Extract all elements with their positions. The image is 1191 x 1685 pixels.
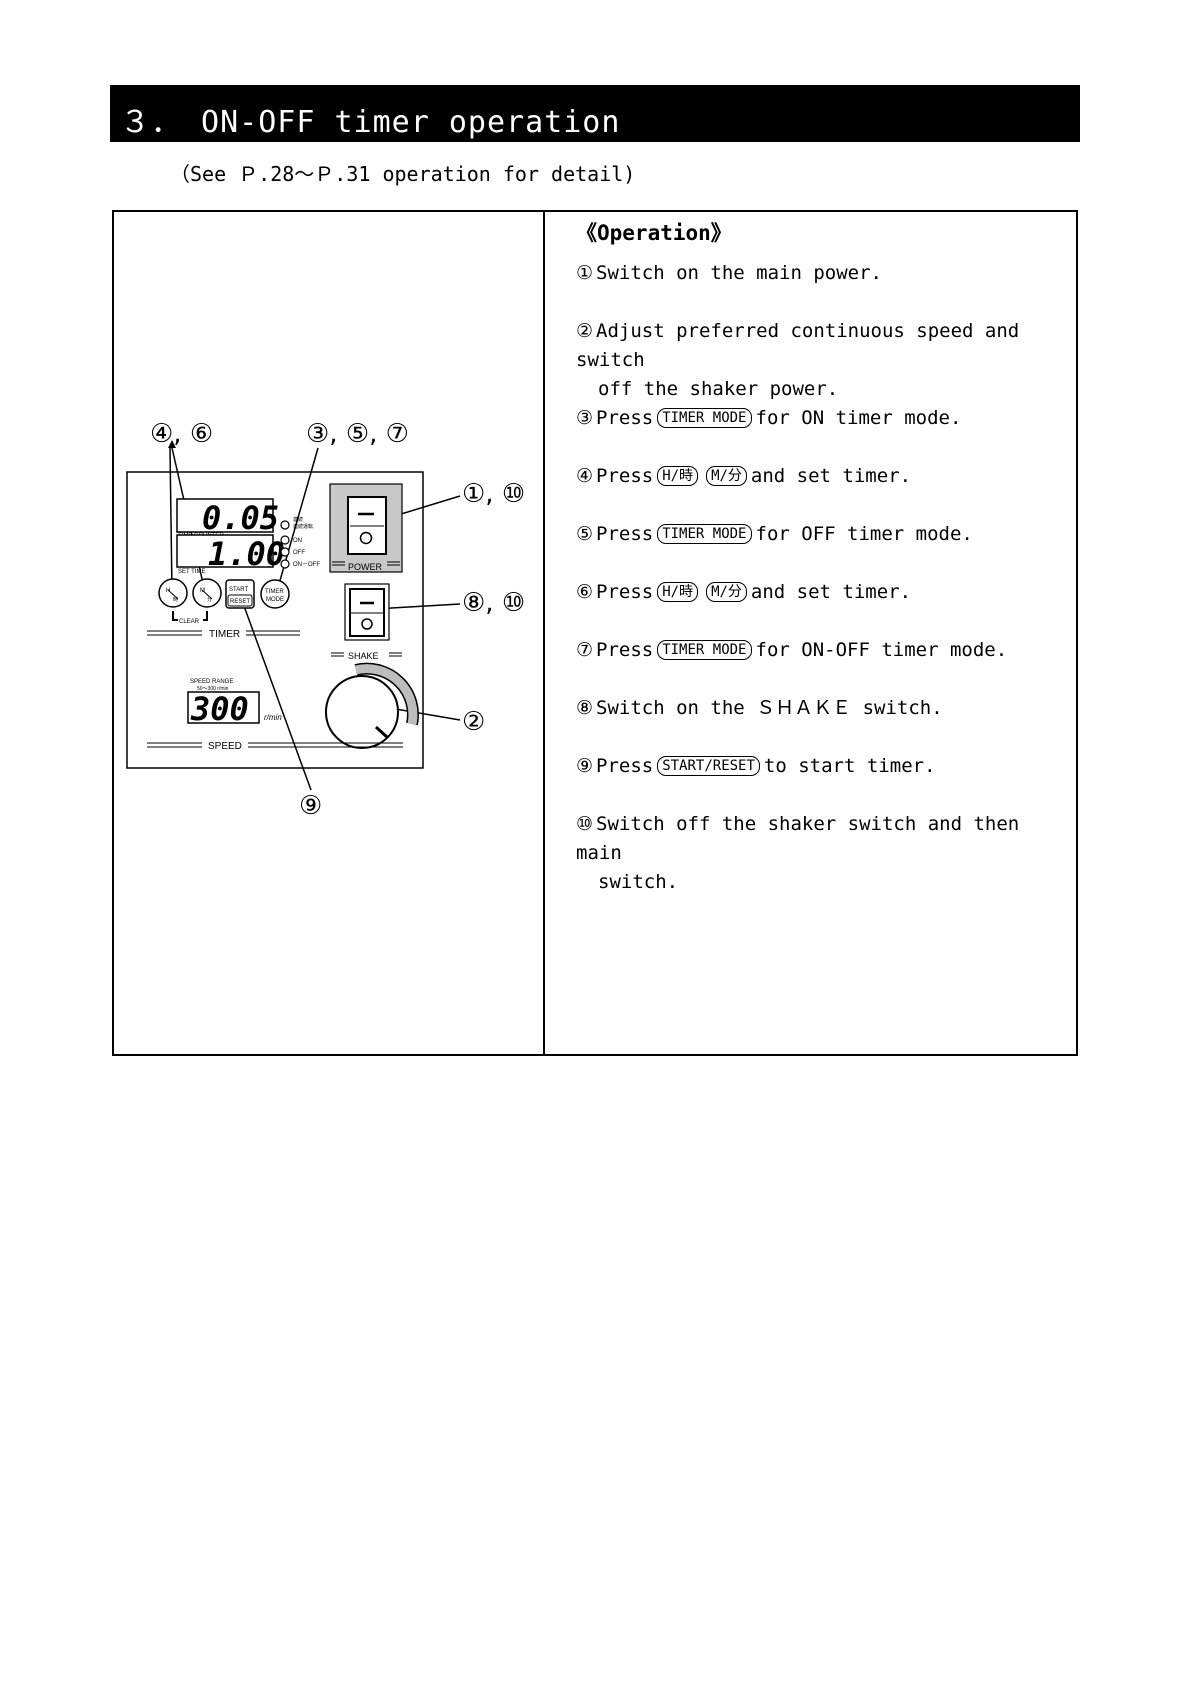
start-reset-key: START/RESET	[657, 756, 760, 776]
h-button[interactable]: H 時	[158, 578, 188, 608]
speed-value: 300	[190, 690, 249, 728]
operation-heading: 《Operation》	[576, 221, 732, 245]
leader-arrowheads	[168, 440, 176, 448]
speed-unit: r/min	[264, 713, 282, 722]
content-frame	[112, 210, 1078, 1056]
start-reset-button[interactable]: START RESET	[225, 579, 255, 609]
clear-bracket	[172, 611, 208, 621]
led-off	[280, 547, 290, 557]
time-counter-display	[176, 498, 274, 533]
callout-9: ⑨	[299, 791, 322, 821]
column-divider	[543, 210, 545, 1056]
callout-8-10: ⑧, ⑩	[462, 588, 525, 618]
mode-leds	[280, 520, 290, 569]
set-time-label: SET TIME	[178, 569, 205, 575]
led-on-off	[280, 559, 290, 569]
svg-text:時: 時	[173, 597, 178, 603]
panel-outline	[126, 471, 424, 769]
speed-section-label: SPEED	[208, 741, 242, 752]
reset-label: RESET	[230, 599, 250, 605]
shake-switch[interactable]	[344, 583, 390, 641]
m-key: M/分	[706, 582, 747, 602]
start-label: START	[229, 587, 248, 593]
timer-mode-label-1: TIMER	[265, 589, 284, 595]
m-key: M/分	[706, 466, 747, 486]
led-continuous	[280, 520, 290, 530]
section-title: ３． ON-OFF timer operation	[120, 105, 621, 140]
led-label-on-off: ON－OFF	[293, 562, 320, 568]
m-button[interactable]: M 分	[192, 578, 222, 608]
section-title-bar: ３． ON-OFF timer operation	[110, 85, 1080, 142]
led-label-continuous: 連続運転	[293, 523, 313, 530]
power-switch[interactable]	[329, 483, 403, 573]
shake-label: SHAKE	[348, 651, 379, 661]
speed-range-label: SPEED RANGE	[190, 679, 233, 685]
h-key: H/時	[657, 466, 699, 486]
svg-text:H: H	[166, 588, 170, 594]
clear-label: CLEAR	[179, 619, 200, 625]
callout-3-5-7: ③, ⑤, ⑦	[306, 419, 409, 449]
set-time-value: 1.00	[208, 535, 285, 573]
led-label-off: OFF	[293, 550, 305, 556]
power-label: POWER	[348, 562, 383, 572]
speed-knob[interactable]	[325, 662, 419, 749]
callout-1-10: ①, ⑩	[462, 479, 525, 509]
timer-mode-key: TIMER MODE	[657, 524, 752, 544]
shake-rule	[331, 652, 402, 657]
speed-section-rule	[147, 742, 403, 748]
led-label-top: 連続	[293, 516, 303, 523]
svg-text:分: 分	[207, 596, 212, 603]
callout-2: ②	[462, 707, 485, 737]
led-on	[280, 535, 290, 545]
timer-mode-button[interactable]: TIMER MODE	[260, 579, 290, 609]
time-counter-value: 0.05	[202, 499, 279, 537]
led-label-on: ON	[293, 538, 302, 544]
timer-section-rule	[147, 630, 300, 636]
set-time-display	[176, 534, 274, 568]
timer-section-label: TIMER	[209, 629, 240, 640]
timer-mode-key: TIMER MODE	[657, 640, 752, 660]
power-rule	[332, 561, 400, 566]
subtitle: （See Ｐ.28～Ｐ.31 operation for detail)	[170, 162, 636, 186]
callout-4-6: ④, ⑥	[150, 419, 213, 449]
timer-mode-key: TIMER MODE	[657, 408, 752, 428]
h-key: H/時	[657, 582, 699, 602]
svg-text:M: M	[200, 588, 205, 594]
timer-mode-label-2: MODE	[266, 597, 284, 603]
speed-display	[187, 691, 260, 724]
speed-range-value: 50～300 r/min	[197, 686, 229, 692]
